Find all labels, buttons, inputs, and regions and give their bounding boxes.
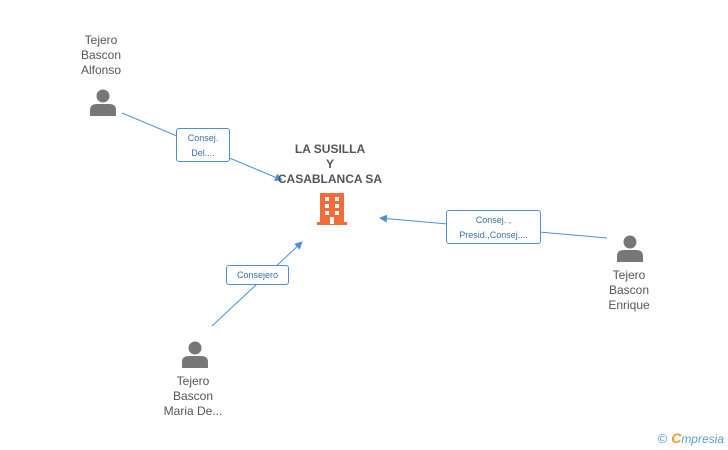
building-icon[interactable] (317, 193, 347, 225)
copyright-symbol: © (657, 430, 668, 446)
person-icon[interactable] (616, 234, 644, 262)
person-icon[interactable] (181, 340, 209, 368)
person-name-enrique[interactable]: Tejero Bascon Enrique (608, 268, 650, 312)
person-name-maria[interactable]: Tejero Bascon Maria De... (163, 374, 223, 418)
relation-label-maria[interactable]: Consejero (226, 265, 289, 285)
relation-label-alfonso[interactable]: Consej. Del.... (176, 128, 230, 162)
relation-label-enrique[interactable]: Consej. , Presid.,Consej.... (446, 210, 541, 244)
brand-wordmark: Cmpresia (671, 430, 724, 446)
person-icon[interactable] (89, 88, 117, 116)
brand-logo: © Cmpresia (658, 430, 724, 446)
company-name[interactable]: LA SUSILLA Y CASABLANCA SA (277, 142, 383, 186)
person-name-alfonso[interactable]: Tejero Bascon Alfonso (80, 33, 122, 77)
